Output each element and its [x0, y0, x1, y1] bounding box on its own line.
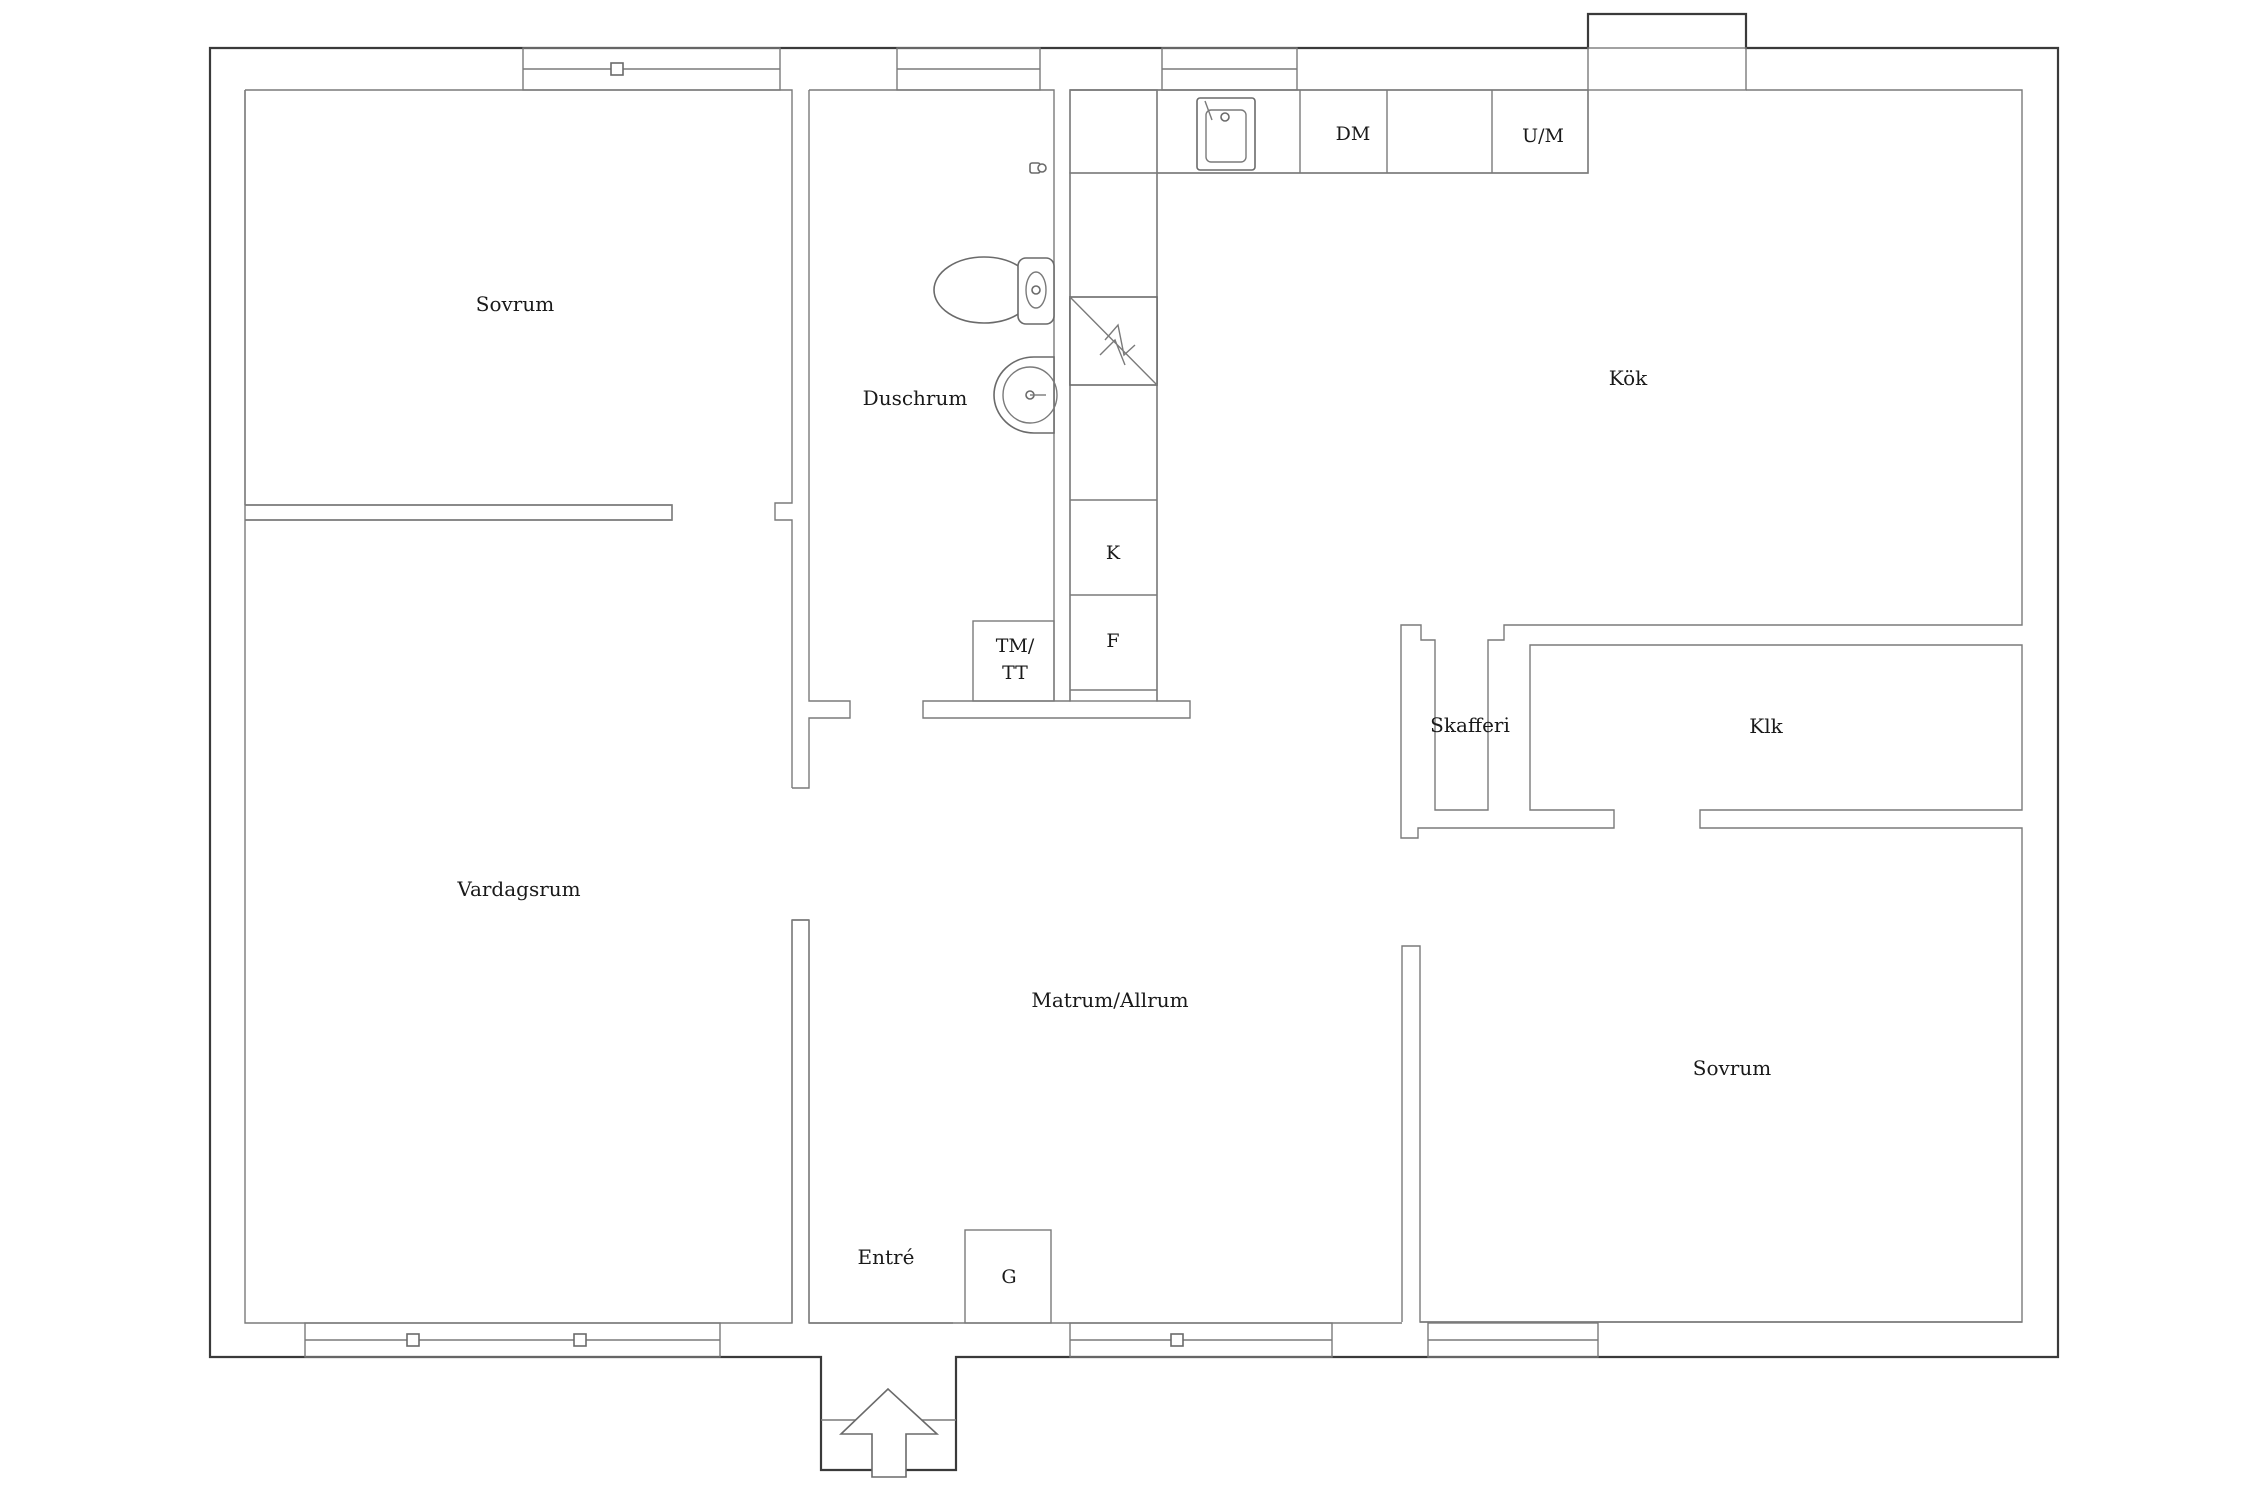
- shower-head-icon: [1029, 162, 1047, 174]
- entrance: [821, 1387, 956, 1478]
- fixture-label-um: U/M: [1522, 125, 1564, 147]
- washbasin-icon: [993, 356, 1058, 434]
- fixture-label-g: G: [1001, 1266, 1016, 1288]
- room-label-sovrum-top-left: Sovrum: [476, 292, 554, 316]
- room-label-klk: Klk: [1749, 714, 1783, 738]
- fixture-label-tm: TM/: [996, 635, 1035, 657]
- stove-icon: [1069, 296, 1158, 386]
- room-label-skafferi: Skafferi: [1430, 713, 1510, 737]
- entrance-arrow-icon: [839, 1387, 940, 1478]
- room-labels: Sovrum Duschrum Kök Vardagsrum Matrum/Al…: [456, 292, 1783, 1269]
- room-label-kok: Kök: [1609, 366, 1648, 390]
- toilet-icon: [933, 256, 1055, 325]
- fixture-label-f: F: [1106, 630, 1119, 652]
- room-label-vardagsrum: Vardagsrum: [456, 877, 580, 901]
- washer-dryer-box: [972, 620, 1055, 702]
- wardrobe-box: [964, 1229, 1052, 1324]
- sink-icon: [1196, 97, 1256, 171]
- room-label-matrum-allrum: Matrum/Allrum: [1031, 988, 1188, 1012]
- fixture-labels: DM U/M K F TM/ TT G: [996, 123, 1564, 1288]
- windows: [304, 47, 1747, 1358]
- bathroom-fixtures: [933, 162, 1058, 702]
- outer-walls: [208, 12, 2060, 1472]
- room-walls: [244, 89, 2023, 1324]
- fixture-label-k: K: [1106, 542, 1121, 564]
- kitchen-fixtures: [1069, 89, 1589, 702]
- room-label-duschrum: Duschrum: [863, 386, 968, 410]
- fixture-label-dm: DM: [1336, 123, 1371, 145]
- room-label-entre: Entré: [858, 1245, 915, 1269]
- room-label-sovrum-bottom-right: Sovrum: [1693, 1056, 1771, 1080]
- fixture-label-tt: TT: [1002, 662, 1028, 684]
